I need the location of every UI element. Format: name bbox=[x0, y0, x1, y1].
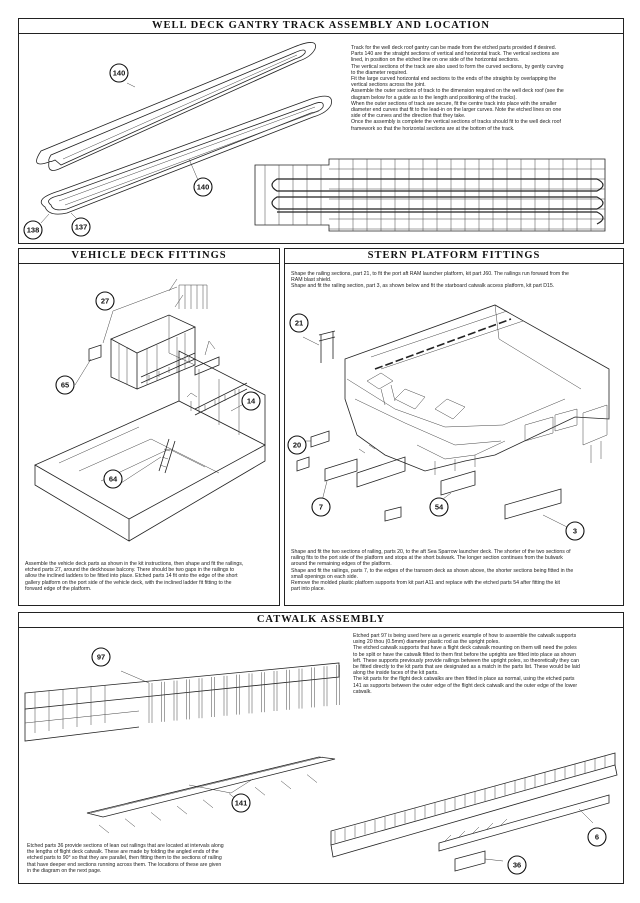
well-deck-panel: WELL DECK GANTRY TRACK ASSEMBLY AND LOCA… bbox=[18, 18, 624, 244]
svg-text:20: 20 bbox=[293, 441, 301, 450]
callout-36: 36 bbox=[507, 855, 527, 875]
svg-text:54: 54 bbox=[435, 503, 444, 512]
callout-140-upper: 140 bbox=[109, 63, 129, 83]
track-illustration bbox=[36, 42, 606, 232]
catwalk-instructions-top: Etched part 97 is being used here as a g… bbox=[353, 633, 580, 695]
catwalk-instructions-bottom: Etched parts 36 provide sections of lean… bbox=[27, 843, 224, 874]
stern-title: STERN PLATFORM FITTINGS bbox=[285, 249, 623, 264]
stern-instructions-top: Shape the railing sections, part 21, to … bbox=[291, 271, 569, 290]
vehicle-deck-title: VEHICLE DECK FITTINGS bbox=[19, 249, 279, 264]
callout-3: 3 bbox=[565, 521, 585, 541]
stern-instructions-bottom: Shape and fit the two sections of railin… bbox=[291, 549, 574, 593]
svg-text:36: 36 bbox=[513, 861, 521, 870]
well-deck-instructions: Track for the well deck roof gantry can … bbox=[351, 45, 564, 132]
callout-138: 138 bbox=[23, 220, 43, 240]
callout-7: 7 bbox=[311, 497, 331, 517]
callout-54: 54 bbox=[429, 497, 449, 517]
callout-64: 64 bbox=[103, 469, 123, 489]
callout-6: 6 bbox=[587, 827, 607, 847]
vehicle-deck-instructions: Assemble the vehicle deck parts as shown… bbox=[25, 561, 244, 592]
vehicle-deck-illustration bbox=[34, 278, 266, 542]
svg-text:65: 65 bbox=[61, 381, 69, 390]
catwalk-panel: CATWALK ASSEMBLY Etched part 97 is being… bbox=[18, 612, 624, 884]
svg-text:3: 3 bbox=[573, 527, 577, 536]
svg-text:27: 27 bbox=[101, 297, 109, 306]
svg-text:97: 97 bbox=[97, 653, 105, 662]
svg-text:21: 21 bbox=[295, 319, 303, 328]
outer-track-drawing bbox=[36, 42, 316, 171]
callout-14: 14 bbox=[241, 391, 261, 411]
callout-27: 27 bbox=[95, 291, 115, 311]
callout-97: 97 bbox=[91, 647, 111, 667]
callout-65: 65 bbox=[55, 375, 75, 395]
callout-140-lower: 140 bbox=[193, 177, 213, 197]
well-deck-title: WELL DECK GANTRY TRACK ASSEMBLY AND LOCA… bbox=[19, 19, 623, 34]
svg-text:137: 137 bbox=[75, 223, 88, 232]
inner-track-drawing bbox=[40, 95, 332, 215]
stern-panel: STERN PLATFORM FITTINGS Shape the railin… bbox=[284, 248, 624, 606]
track-grid-diagram bbox=[254, 158, 606, 232]
svg-text:7: 7 bbox=[319, 503, 323, 512]
vehicle-deck-panel: VEHICLE DECK FITTINGS 27 bbox=[18, 248, 280, 606]
catwalk-illustration bbox=[24, 662, 618, 872]
svg-text:14: 14 bbox=[247, 397, 256, 406]
callout-137: 137 bbox=[71, 217, 91, 237]
svg-text:64: 64 bbox=[109, 475, 118, 484]
callout-20: 20 bbox=[287, 435, 307, 455]
callout-141: 141 bbox=[231, 793, 251, 813]
svg-text:6: 6 bbox=[595, 833, 599, 842]
svg-text:141: 141 bbox=[235, 799, 248, 808]
svg-text:138: 138 bbox=[27, 226, 40, 235]
svg-text:140: 140 bbox=[113, 69, 126, 78]
stern-illustration bbox=[296, 304, 610, 528]
catwalk-title: CATWALK ASSEMBLY bbox=[19, 613, 623, 628]
callout-21: 21 bbox=[289, 313, 309, 333]
svg-text:140: 140 bbox=[197, 183, 210, 192]
